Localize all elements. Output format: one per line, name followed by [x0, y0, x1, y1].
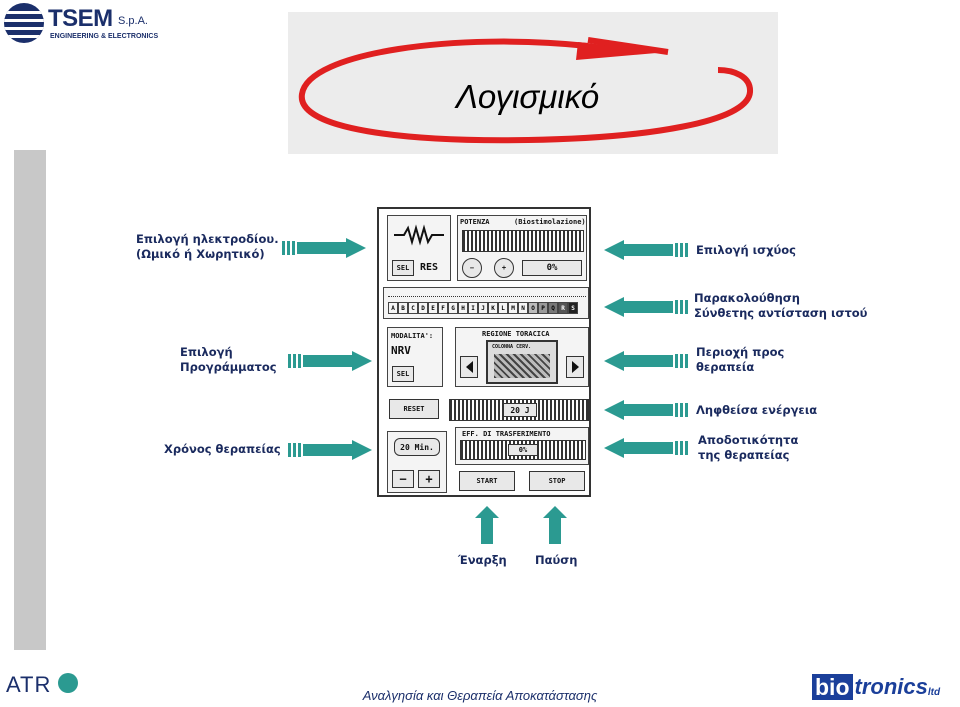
- letter-cell: P: [538, 302, 548, 314]
- waveform-icon: [394, 224, 444, 246]
- res-label: RES: [420, 262, 439, 273]
- letter-cell: A: [388, 302, 398, 314]
- power-panel: POTENZA (Biostimolazione) − + 0%: [457, 215, 587, 281]
- time-plus-button[interactable]: +: [418, 470, 440, 488]
- letter-cell: S: [568, 302, 578, 314]
- label-region: Περιοχή προς θεραπεία: [696, 345, 785, 374]
- power-value: 0%: [522, 260, 582, 276]
- time-minus-button[interactable]: −: [392, 470, 414, 488]
- letter-cell: C: [408, 302, 418, 314]
- arrow-left-icon: [604, 400, 688, 420]
- globe-icon: [4, 3, 44, 43]
- label-efficiency: Αποδοτικότητα της θεραπείας: [698, 433, 799, 462]
- arrow-right-icon: [282, 238, 366, 258]
- tsem-tagline: ENGINEERING & ELECTRONICS: [50, 33, 159, 40]
- spine-image: [494, 354, 550, 378]
- power-mode: (Biostimolazione): [514, 218, 586, 226]
- power-header: POTENZA: [460, 218, 490, 226]
- label-program: Επιλογή Προγράμματος: [180, 345, 277, 374]
- region-next-button[interactable]: [566, 356, 584, 378]
- label-energy: Ληφθείσα ενέργεια: [696, 403, 818, 417]
- tsem-brand: TSEM: [48, 5, 113, 32]
- tsem-suffix: S.p.A.: [118, 15, 148, 27]
- region-header: REGIONE TORACICA: [482, 330, 550, 338]
- plus-icon: +: [501, 264, 507, 272]
- footer-caption: Αναλγησία και Θεραπεία Αποκατάστασης: [362, 688, 598, 703]
- tsem-logo: TSEM S.p.A. ENGINEERING & ELECTRONICS: [4, 3, 164, 49]
- letter-cell: B: [398, 302, 408, 314]
- letter-cell: O: [528, 302, 538, 314]
- letter-cell: F: [438, 302, 448, 314]
- label-monitoring: Παρακολούθηση Σύνθετης αντίσταση ιστού: [694, 291, 868, 320]
- time-panel: 20 Min. − +: [387, 431, 447, 493]
- arrow-left-icon: [604, 240, 688, 260]
- program-value: NRV: [391, 344, 411, 357]
- label-electrode: Επιλογή ηλεκτροδίου. (Ωμικό ή Χωρητικό): [136, 232, 279, 261]
- letter-cell: N: [518, 302, 528, 314]
- letter-cell: I: [468, 302, 478, 314]
- reset-button[interactable]: RESET: [389, 399, 439, 419]
- letter-cell: J: [478, 302, 488, 314]
- label-pause: Παύση: [535, 553, 578, 567]
- letter-cell: L: [498, 302, 508, 314]
- left-triangle-icon: [465, 361, 473, 373]
- time-value: 20 Min.: [394, 438, 440, 456]
- efficiency-header: EFF. DI TRASFERIMENTO: [462, 430, 551, 438]
- ring-arrow-icon: [298, 37, 753, 144]
- impedance-panel: A B C D E F G H I J K L M N O P Q R S: [383, 287, 589, 319]
- minus-icon: −: [469, 264, 475, 272]
- arrow-left-icon: [604, 297, 688, 317]
- right-triangle-icon: [571, 361, 579, 373]
- label-power: Επιλογή ισχύος: [696, 243, 796, 257]
- efficiency-panel: EFF. DI TRASFERIMENTO 0%: [455, 427, 589, 465]
- region-panel: REGIONE TORACICA COLONNA CERV.: [455, 327, 589, 387]
- power-bar: [462, 230, 584, 252]
- power-plus-button[interactable]: +: [494, 258, 514, 278]
- program-panel: MODALITA': NRV SEL: [387, 327, 443, 387]
- atr-logo-mark: [58, 673, 78, 693]
- stop-button[interactable]: STOP: [529, 471, 585, 491]
- arrow-right-icon: [288, 440, 372, 460]
- letter-cell: E: [428, 302, 438, 314]
- program-sel-button[interactable]: SEL: [392, 366, 414, 382]
- electrode-sel-button[interactable]: SEL: [392, 260, 414, 276]
- letter-cell: H: [458, 302, 468, 314]
- electrode-panel: SEL RES: [387, 215, 451, 281]
- side-bar: [14, 150, 46, 650]
- impedance-scale: [388, 291, 586, 297]
- arrow-up-icon: [543, 506, 567, 544]
- label-time: Χρόνος θεραπείας: [164, 442, 281, 456]
- letter-cell: Q: [548, 302, 558, 314]
- page-title: Λογισμικό: [455, 78, 600, 115]
- arrow-up-icon: [475, 506, 499, 544]
- letter-cell: K: [488, 302, 498, 314]
- device-screen: SEL RES POTENZA (Biostimolazione) − + 0%…: [377, 207, 591, 497]
- letter-cell: R: [558, 302, 568, 314]
- region-image: COLONNA CERV.: [486, 340, 558, 384]
- arrow-left-icon: [604, 438, 688, 458]
- energy-value: 20 J: [503, 403, 537, 417]
- tronics-logo: tronics: [854, 674, 928, 699]
- power-minus-button[interactable]: −: [462, 258, 482, 278]
- arrow-left-icon: [604, 351, 688, 371]
- letter-cell: G: [448, 302, 458, 314]
- biotronics-logo: bio tronics ltd: [812, 674, 940, 700]
- bio-logo: bio: [812, 674, 853, 700]
- region-inner-label: COLONNA CERV.: [492, 344, 532, 350]
- arrow-right-icon: [288, 351, 372, 371]
- letter-cell: D: [418, 302, 428, 314]
- atr-logo: ATR: [6, 672, 52, 697]
- start-button[interactable]: START: [459, 471, 515, 491]
- label-start: Έναρξη: [458, 553, 507, 567]
- ltd-logo: ltd: [927, 687, 941, 698]
- title-banner: [288, 12, 778, 154]
- letter-cell: M: [508, 302, 518, 314]
- region-prev-button[interactable]: [460, 356, 478, 378]
- impedance-letters: A B C D E F G H I J K L M N O P Q R S: [388, 302, 578, 314]
- efficiency-value: 0%: [508, 444, 538, 456]
- program-header: MODALITA':: [391, 332, 434, 340]
